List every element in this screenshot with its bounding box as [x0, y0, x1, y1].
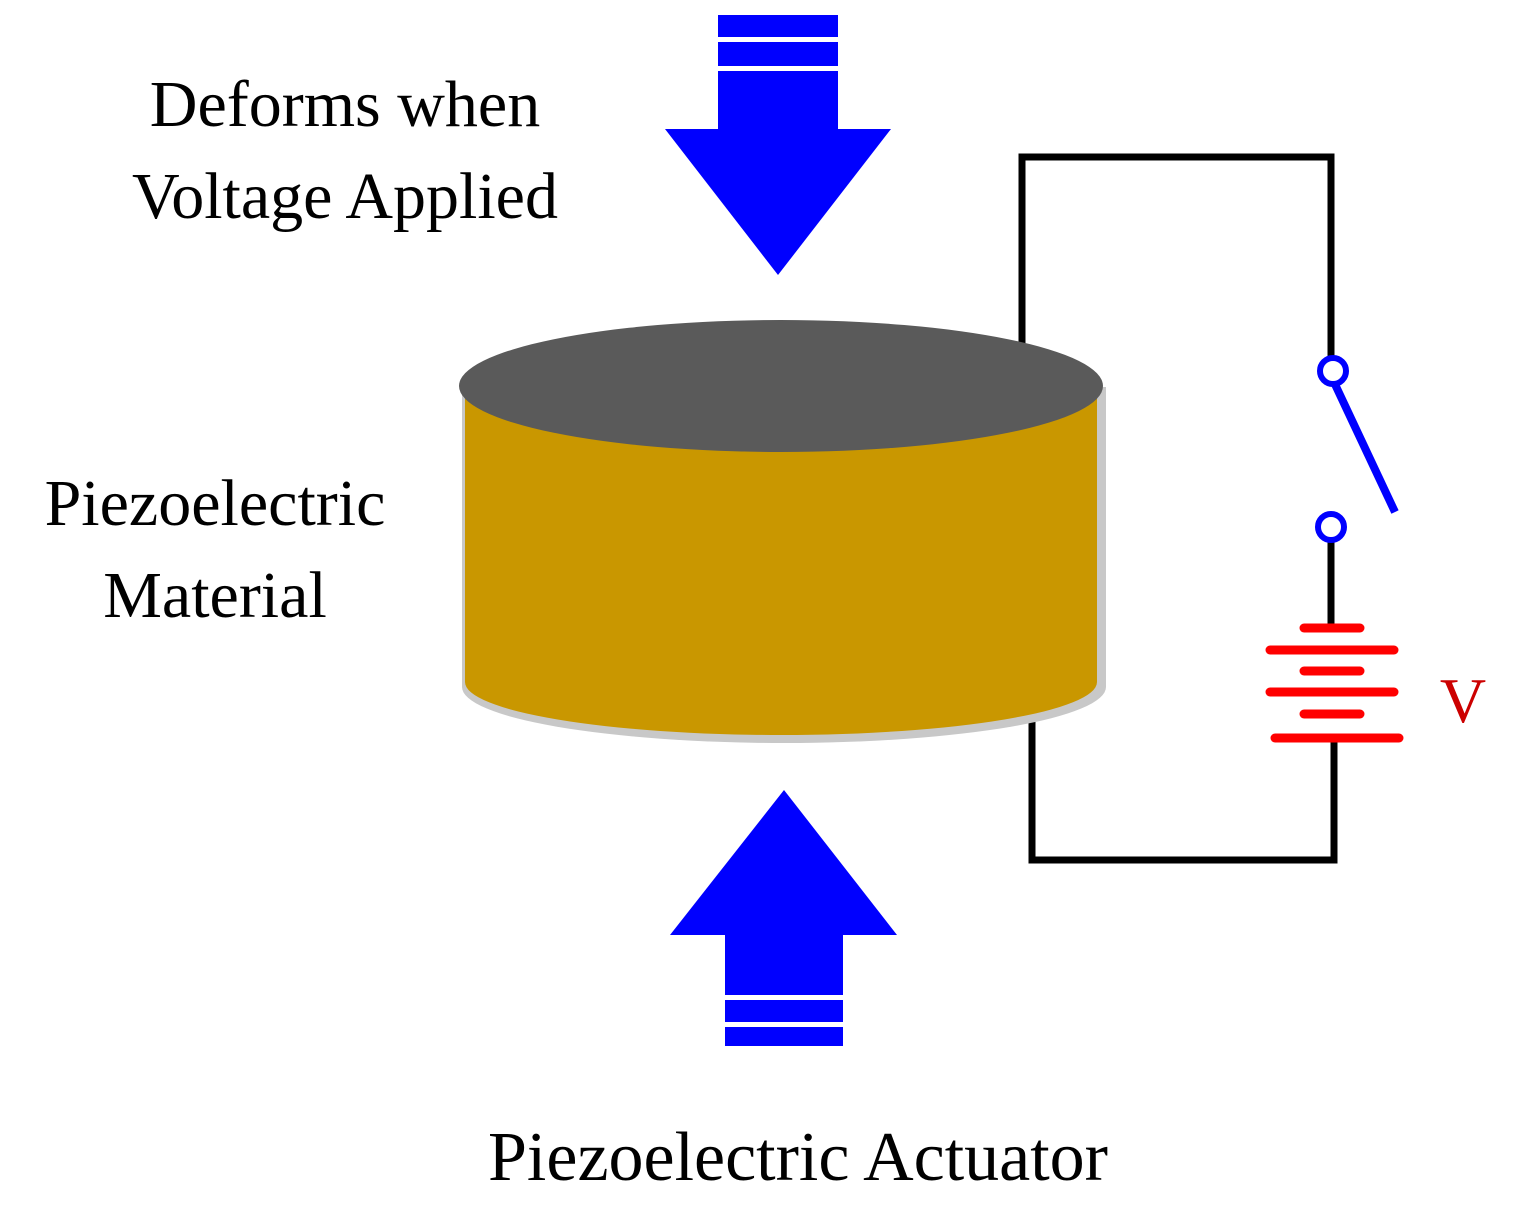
switch-icon [1315, 355, 1399, 543]
switch-terminal-top [1317, 355, 1349, 387]
battery-icon [1265, 623, 1404, 743]
down-arrow-icon [665, 15, 891, 275]
switch-terminal-bottom [1315, 511, 1347, 543]
voltage-label: V [1440, 665, 1486, 736]
down-arrow-head [665, 129, 891, 275]
switch-lever [1329, 378, 1399, 514]
up-arrow-stripe-1 [725, 995, 843, 1000]
circuit-wires [1018, 153, 1338, 864]
cylinder-top-electrode [459, 320, 1103, 452]
up-arrow-icon [670, 790, 897, 1046]
down-arrow-shaft [718, 15, 838, 130]
up-arrow-head [670, 790, 897, 935]
piezoelectric-cylinder [459, 320, 1106, 743]
material-label-line2: Material [103, 559, 327, 632]
material-label-line1: Piezoelectric [45, 467, 386, 540]
up-arrow-shaft [725, 933, 843, 1046]
bottom-wire [1028, 712, 1338, 864]
diagram-caption: Piezoelectric Actuator [488, 1119, 1108, 1196]
up-arrow-stripe-2 [725, 1022, 843, 1027]
down-arrow-stripe-2 [718, 66, 838, 71]
deform-label-line2: Voltage Applied [132, 160, 558, 233]
down-arrow-stripe-1 [718, 37, 838, 42]
top-wire [1018, 153, 1335, 360]
deform-label-line1: Deforms when [150, 68, 540, 141]
